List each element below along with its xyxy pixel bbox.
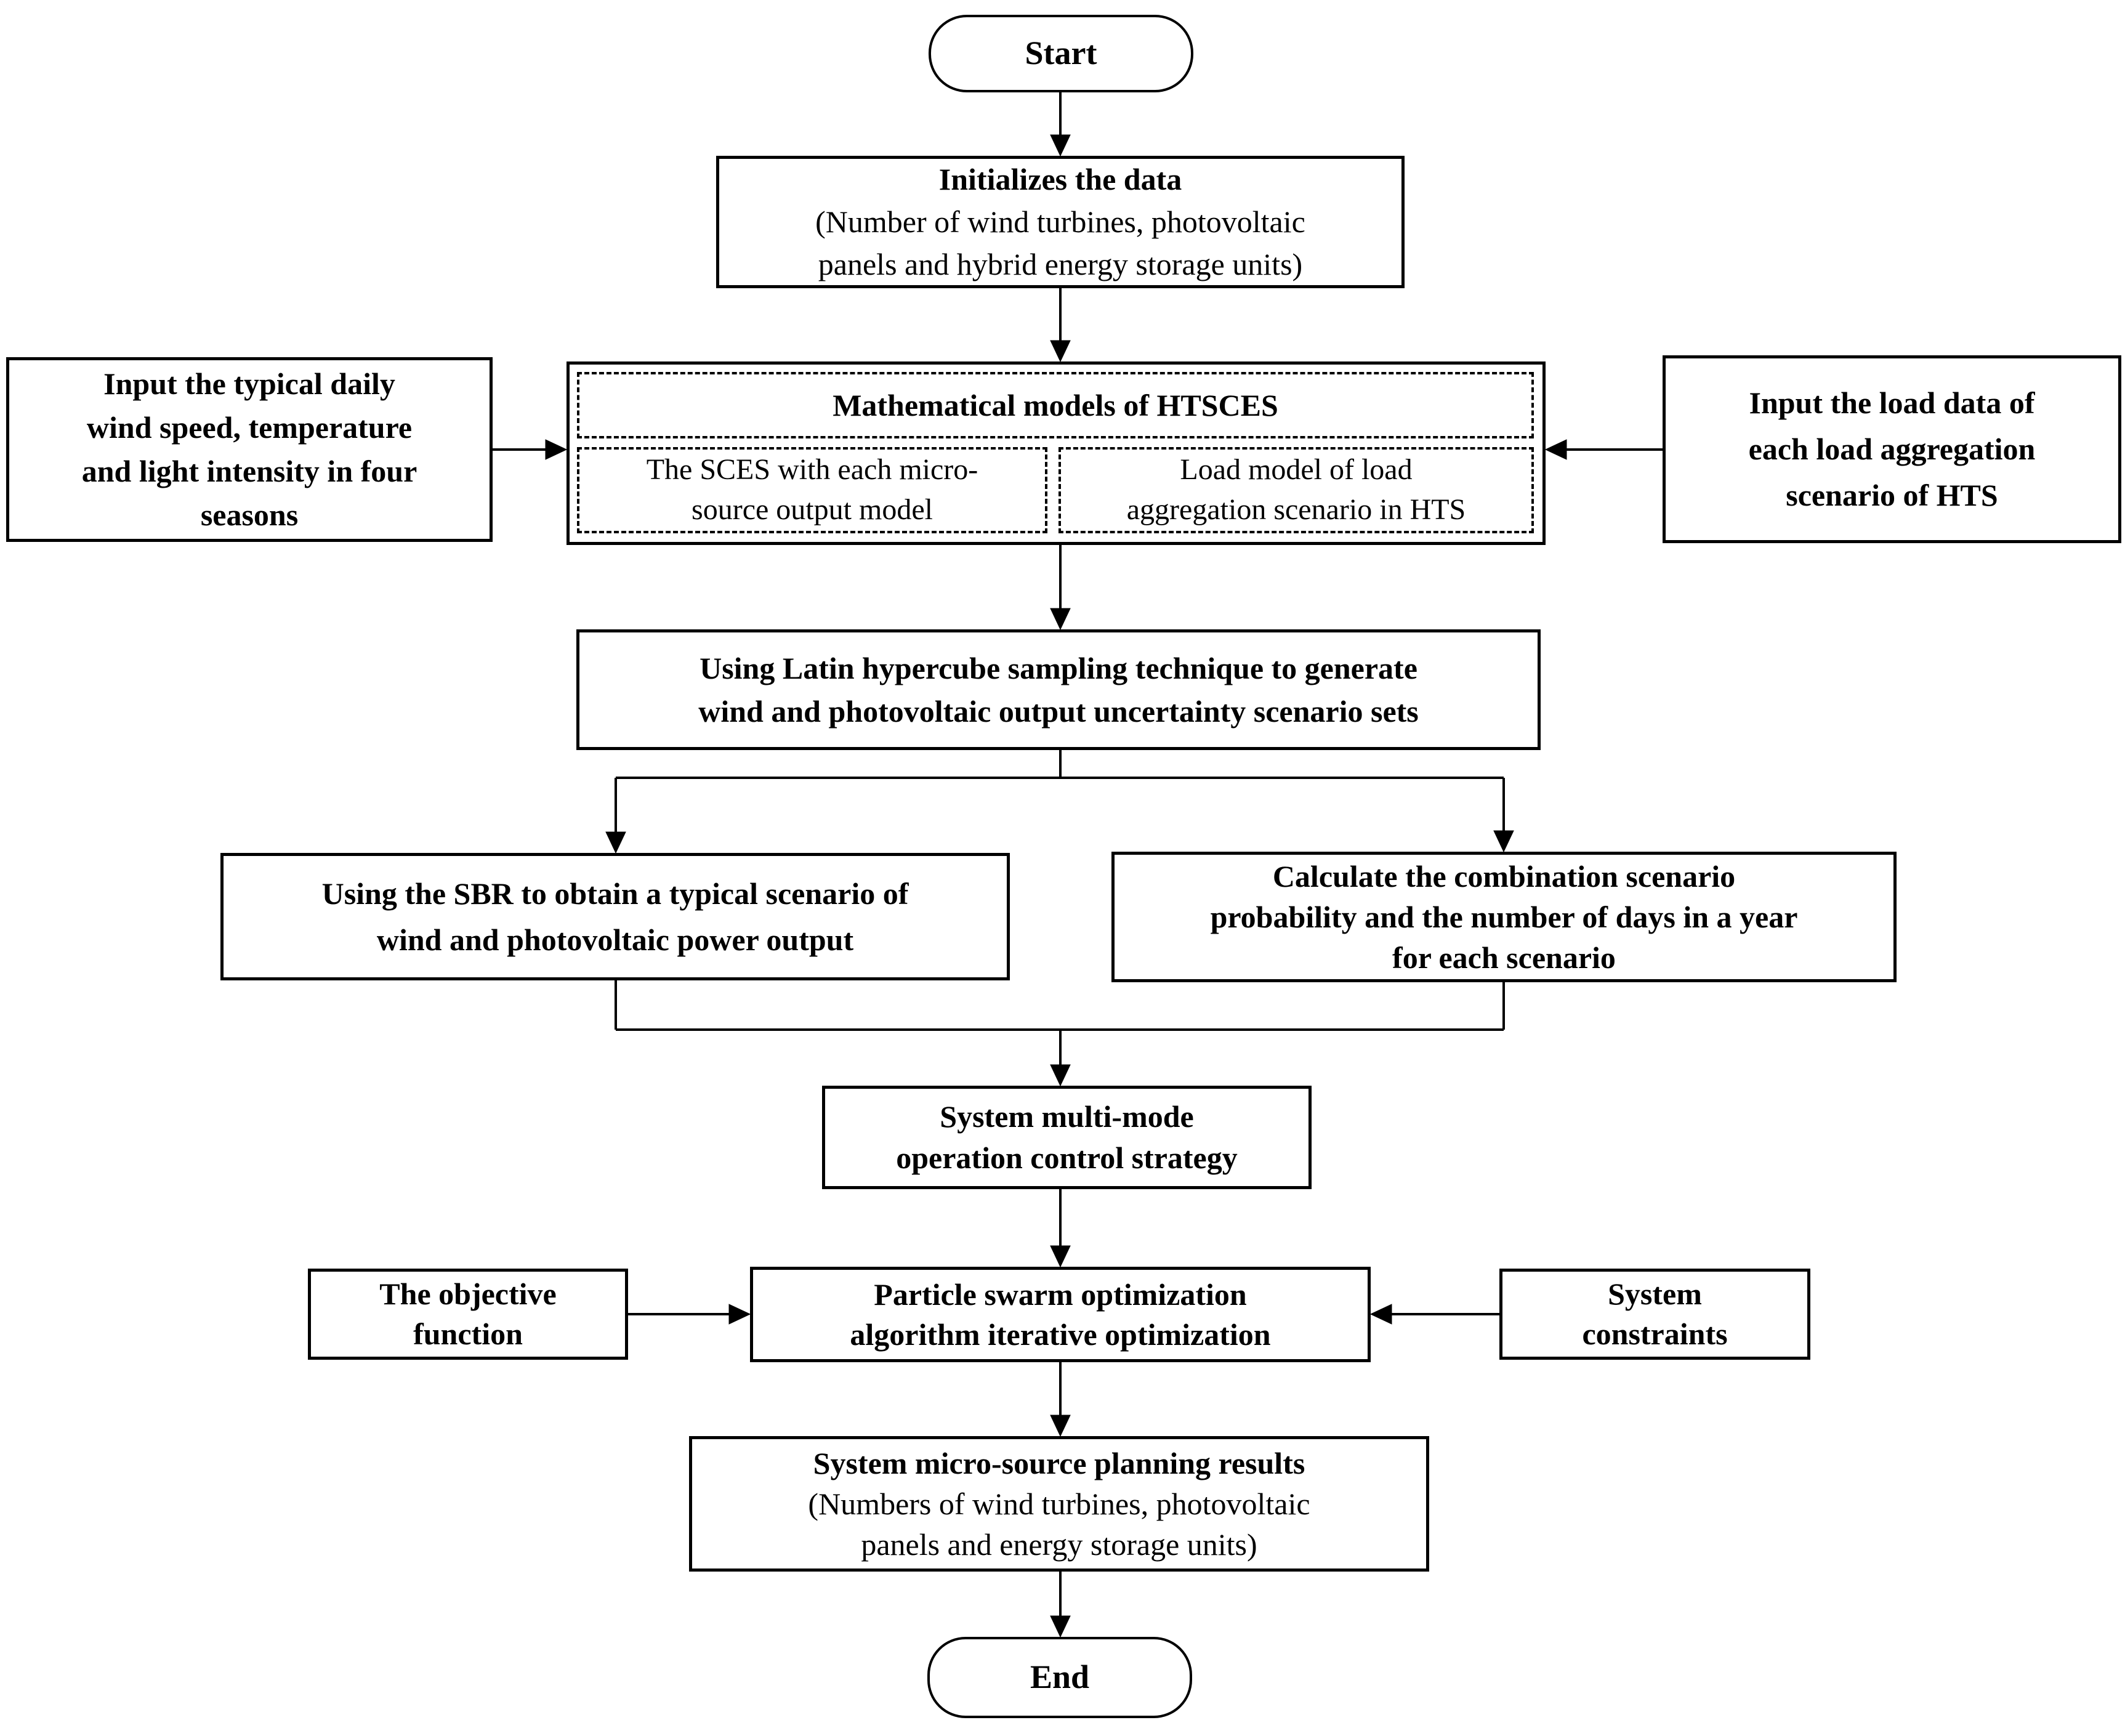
arrowhead-multimode: [1050, 1064, 1071, 1087]
pso-label: Particle swarm optimization algorithm it…: [850, 1277, 1271, 1352]
math-models-title: Mathematical models of HTSCES: [833, 388, 1278, 422]
input-weather-label: Input the typical daily wind speed, temp…: [81, 366, 417, 532]
node-math-models: Mathematical models of HTSCES The SCES w…: [567, 361, 1546, 545]
node-end: End: [927, 1637, 1192, 1718]
sces-model-label: The SCES with each micro- source output …: [646, 453, 978, 526]
combination-probability-label: Calculate the combination scenario proba…: [1210, 859, 1798, 975]
node-initialize-data: Initializes the data (Number of wind tur…: [716, 156, 1405, 288]
node-load-model: Load model of load aggregation scenario …: [1058, 447, 1534, 533]
arrowhead-mathmodels-right: [1544, 439, 1567, 460]
arrowhead-pso-left: [728, 1304, 751, 1325]
node-sbr-typical-scenario: Using the SBR to obtain a typical scenar…: [220, 853, 1010, 980]
arrowhead-sbr: [605, 831, 626, 854]
objective-function-label: The objective function: [379, 1277, 557, 1351]
arrowhead-latin: [1050, 608, 1071, 631]
arrowhead-combination: [1493, 830, 1514, 853]
node-multi-mode-strategy: System multi-mode operation control stra…: [822, 1086, 1312, 1189]
node-input-weather: Input the typical daily wind speed, temp…: [6, 357, 493, 542]
node-system-constraints: System constraints: [1499, 1269, 1810, 1360]
arrowhead-mathmodels-top: [1050, 340, 1071, 363]
arrowhead-initialize: [1050, 134, 1071, 157]
arrowhead-pso-top: [1050, 1245, 1071, 1268]
node-combination-probability: Calculate the combination scenario proba…: [1111, 852, 1897, 982]
node-pso: Particle swarm optimization algorithm it…: [750, 1267, 1371, 1362]
arrowhead-results: [1050, 1415, 1071, 1437]
initialize-title: Initializes the data: [938, 162, 1182, 196]
planning-results-title: System micro-source planning results: [813, 1446, 1305, 1480]
latin-hypercube-label: Using Latin hypercube sampling technique…: [698, 651, 1419, 729]
arrowhead-end: [1050, 1615, 1071, 1638]
arrowhead-mathmodels-left: [545, 439, 568, 460]
node-input-load: Input the load data of each load aggrega…: [1663, 355, 2121, 543]
load-model-label: Load model of load aggregation scenario …: [1126, 453, 1466, 526]
node-objective-function: The objective function: [308, 1269, 628, 1360]
sbr-typical-scenario-label: Using the SBR to obtain a typical scenar…: [321, 876, 909, 957]
input-load-label: Input the load data of each load aggrega…: [1748, 386, 2036, 512]
node-planning-results: System micro-source planning results (Nu…: [689, 1436, 1429, 1572]
math-models-title-box: Mathematical models of HTSCES: [577, 372, 1534, 438]
planning-results-body: (Numbers of wind turbines, photovoltaic …: [808, 1487, 1310, 1562]
start-label: Start: [1025, 34, 1097, 72]
node-latin-hypercube: Using Latin hypercube sampling technique…: [576, 629, 1541, 750]
arrowhead-pso-right: [1369, 1304, 1392, 1325]
multi-mode-strategy-label: System multi-mode operation control stra…: [896, 1099, 1238, 1176]
system-constraints-label: System constraints: [1582, 1277, 1728, 1351]
node-start: Start: [929, 15, 1193, 92]
initialize-body: (Number of wind turbines, photovoltaic p…: [815, 204, 1305, 281]
node-sces-model: The SCES with each micro- source output …: [577, 447, 1047, 533]
end-label: End: [1030, 1658, 1090, 1696]
